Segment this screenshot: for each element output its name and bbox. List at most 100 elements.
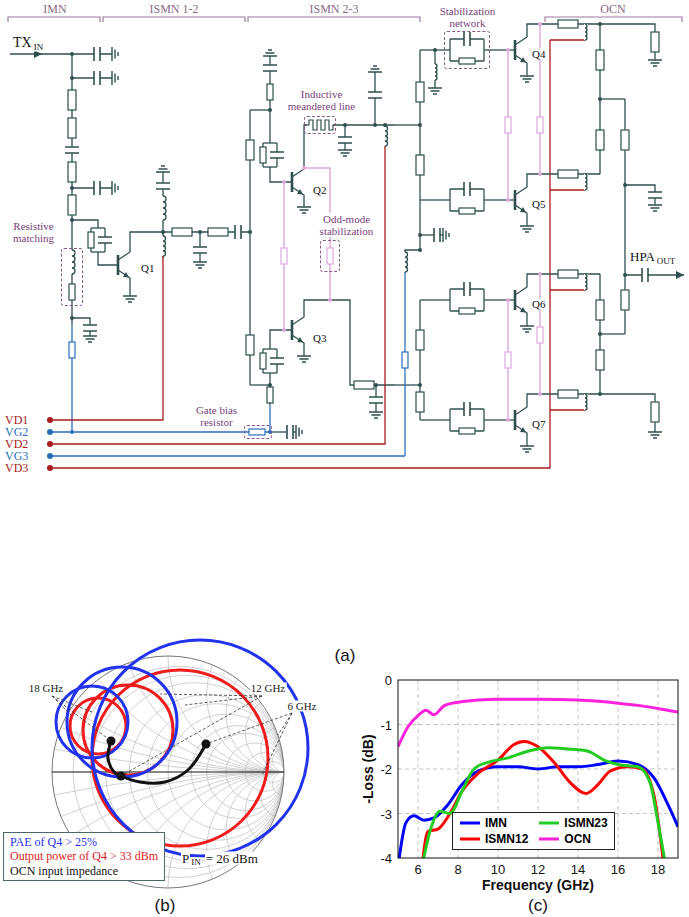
transistor-symbol xyxy=(515,28,527,72)
tick-label: 6 xyxy=(413,863,422,876)
junction-dot xyxy=(47,429,53,435)
capacitor-symbol xyxy=(464,31,470,47)
transistor-symbol xyxy=(292,308,304,352)
legend-text: OCN xyxy=(564,832,591,846)
transmission-line-symbol xyxy=(558,20,578,28)
capacitor-symbol xyxy=(464,181,470,197)
junction-dot xyxy=(433,48,437,52)
ground-symbol xyxy=(123,296,137,302)
capacitor-symbol xyxy=(367,92,383,98)
ground-symbol xyxy=(520,76,534,82)
ground-symbol xyxy=(156,166,170,172)
inductor-symbol xyxy=(584,274,588,290)
reactance-arc xyxy=(0,0,689,772)
junction-dot xyxy=(538,392,542,396)
ground-symbol xyxy=(193,262,207,268)
reactance-arc xyxy=(245,695,322,772)
junction-dot xyxy=(623,183,627,187)
section-bracket xyxy=(248,17,420,22)
axis-title: -Loss (dB) xyxy=(361,733,375,804)
junction-dot xyxy=(373,123,377,127)
transistor-label: Q2 xyxy=(312,185,327,196)
legend-line xyxy=(539,838,559,841)
power-label: = 26 dBm xyxy=(205,852,259,865)
component-layer xyxy=(34,20,684,452)
capacitor-symbol xyxy=(262,65,278,71)
resistor-symbol xyxy=(69,342,75,358)
loss-chart xyxy=(398,680,678,867)
transmission-line-symbol xyxy=(651,402,659,422)
inductor-symbol xyxy=(584,394,588,410)
reactance-arc xyxy=(52,308,516,772)
tick-label: 10 xyxy=(490,863,506,876)
ground-symbol xyxy=(648,432,662,438)
ground-symbol xyxy=(520,226,534,232)
pin-name: VD2 xyxy=(4,438,29,450)
section-bracket xyxy=(8,17,100,22)
transistor-symbol xyxy=(515,398,527,442)
wire-layer xyxy=(10,24,684,468)
wire xyxy=(395,384,420,385)
legend-swatch xyxy=(538,818,560,828)
capacitor-symbol xyxy=(287,424,293,440)
capacitor-symbol xyxy=(82,325,98,331)
transistor-label: Q4 xyxy=(531,49,546,60)
wire xyxy=(50,256,163,420)
junction-dot xyxy=(302,166,306,170)
resistor-symbol xyxy=(459,428,475,434)
ground-symbol xyxy=(443,228,449,242)
resistor-symbol xyxy=(537,117,543,133)
transmission-line-symbol xyxy=(354,381,374,389)
wire xyxy=(484,199,515,200)
loss-curve xyxy=(398,699,678,747)
junction-dot xyxy=(506,298,510,302)
leader-line xyxy=(121,696,262,776)
junction-dot xyxy=(70,52,74,56)
legend-line xyxy=(460,838,480,841)
junction-dot xyxy=(198,230,202,234)
pin-name: VD1 xyxy=(4,414,29,426)
real-axis xyxy=(52,771,284,772)
ground-symbol xyxy=(648,205,662,211)
junction-dot xyxy=(506,198,510,202)
tick-label: -4 xyxy=(379,852,393,865)
junction-dot xyxy=(248,230,252,234)
wire xyxy=(449,289,450,311)
capacitor-symbol xyxy=(642,267,648,283)
wire xyxy=(600,98,625,99)
signal-name: HPA xyxy=(629,250,656,263)
callout-label: Stabilization network xyxy=(436,5,500,29)
ground-symbol xyxy=(520,446,534,452)
junction-dot xyxy=(268,383,272,387)
resistor-symbol xyxy=(267,84,273,100)
wire xyxy=(395,124,420,125)
tick-label: 16 xyxy=(610,863,626,876)
junction-dot xyxy=(506,48,510,52)
ground-symbol xyxy=(428,88,442,94)
reactance-arc xyxy=(118,441,449,772)
junction-dot xyxy=(374,383,378,387)
transistor-label: Q3 xyxy=(312,333,327,344)
frequency-label: 18 GHz xyxy=(28,683,65,694)
ground-symbol xyxy=(297,356,311,362)
wire xyxy=(91,227,105,228)
junction-dot xyxy=(418,383,422,387)
wire xyxy=(539,24,540,174)
reactance-arc xyxy=(207,617,362,772)
junction-dot xyxy=(538,272,542,276)
loss-curve xyxy=(422,748,666,858)
resistor-symbol xyxy=(459,208,475,214)
transistor-label: Q7 xyxy=(531,419,546,430)
wire xyxy=(72,187,112,188)
inductor-symbol xyxy=(162,236,167,256)
junction-dot xyxy=(328,298,332,302)
capacitor-symbol xyxy=(434,227,440,243)
junction-dot xyxy=(538,22,542,26)
wire xyxy=(484,299,515,300)
ground-symbol xyxy=(368,66,382,72)
inductor-symbol xyxy=(434,64,438,80)
transmission-line-symbol xyxy=(596,50,604,70)
wire xyxy=(449,39,450,61)
section-title: ISMN 2-3 xyxy=(308,3,359,15)
